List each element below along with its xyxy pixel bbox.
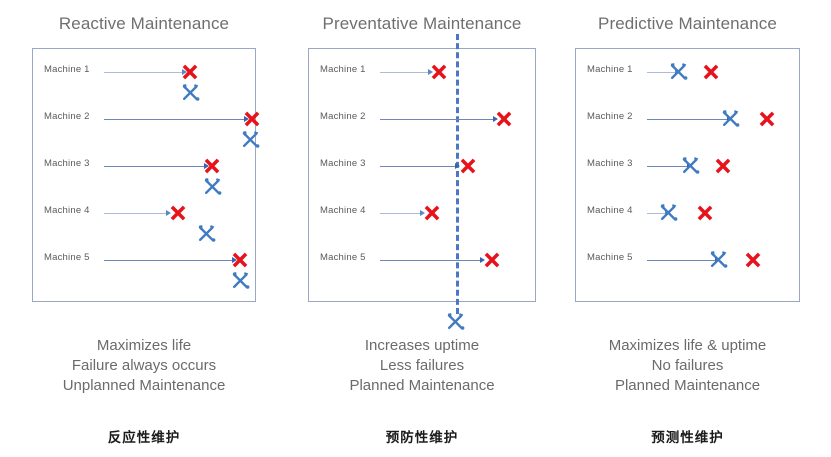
caption-line: No failures	[651, 357, 724, 374]
scheduled-maintenance-dashed-line	[456, 34, 459, 314]
machine-label: Machine 2	[320, 111, 366, 122]
machine-label: Machine 1	[44, 64, 90, 75]
machine-runtime-line	[104, 166, 204, 167]
machine-label: Machine 5	[44, 252, 90, 263]
machine-label: Machine 2	[587, 111, 633, 122]
panel-title-reactive: Reactive Maintenance	[58, 14, 230, 33]
arrow-head-icon	[232, 256, 237, 263]
red-x-failure-icon	[757, 109, 777, 129]
machine-label: Machine 2	[44, 111, 90, 122]
machine-runtime-line	[647, 213, 665, 214]
machine-runtime-line	[647, 72, 675, 73]
machine-runtime-line	[380, 260, 480, 261]
caption-line: Maximizes life & uptime	[608, 337, 767, 354]
panel-title-predictive: Predictive Maintenance	[598, 14, 777, 33]
red-x-failure-icon	[482, 250, 502, 270]
tools-wrench-screwdriver-icon	[658, 201, 680, 223]
tools-wrench-screwdriver-icon	[708, 248, 730, 270]
red-x-failure-icon	[242, 109, 262, 129]
arrow-head-icon	[493, 115, 498, 122]
red-x-failure-icon	[429, 62, 449, 82]
machine-runtime-line	[380, 119, 493, 120]
arrow-head-icon	[204, 162, 209, 169]
arrow-head-icon	[166, 209, 171, 216]
machine-runtime-line	[380, 166, 455, 167]
arrow-head-icon	[480, 256, 485, 263]
tools-wrench-screwdriver-icon	[230, 269, 252, 291]
machine-runtime-line	[104, 119, 244, 120]
caption-line: Unplanned Maintenance	[62, 377, 226, 394]
tools-wrench-screwdriver-icon	[180, 81, 202, 103]
machine-label: Machine 4	[320, 205, 366, 216]
machine-runtime-line	[380, 72, 428, 73]
machine-label: Machine 4	[587, 205, 633, 216]
machine-runtime-line	[647, 260, 715, 261]
red-x-failure-icon	[180, 62, 200, 82]
red-x-failure-icon	[422, 203, 442, 223]
caption-line: Planned Maintenance	[614, 377, 761, 394]
chart-box-predictive	[575, 48, 800, 302]
red-x-failure-icon	[230, 250, 250, 270]
panel-chinese-label-reactive: 反应性维护	[107, 430, 181, 445]
panel-chinese-label-preventative: 预防性维护	[385, 430, 459, 445]
red-x-failure-icon	[168, 203, 188, 223]
red-x-failure-icon	[458, 156, 478, 176]
tools-wrench-screwdriver-icon	[196, 222, 218, 244]
caption-line: Less failures	[379, 357, 465, 374]
tools-wrench-screwdriver-icon	[680, 154, 702, 176]
panel-chinese-label-predictive: 预测性维护	[651, 430, 724, 445]
tools-wrench-screwdriver-icon	[202, 175, 224, 197]
machine-label: Machine 5	[587, 252, 633, 263]
tools-wrench-screwdriver-icon	[445, 310, 467, 332]
machine-runtime-line	[104, 213, 166, 214]
red-x-failure-icon	[202, 156, 222, 176]
machine-label: Machine 4	[44, 205, 90, 216]
red-x-failure-icon	[701, 62, 721, 82]
caption-line: Planned Maintenance	[349, 377, 495, 394]
tools-wrench-screwdriver-icon	[668, 60, 690, 82]
red-x-failure-icon	[743, 250, 763, 270]
arrow-head-icon	[182, 68, 187, 75]
machine-label: Machine 3	[44, 158, 90, 169]
machine-label: Machine 5	[320, 252, 366, 263]
chart-box-preventative	[308, 48, 536, 302]
machine-runtime-line	[647, 166, 687, 167]
arrow-head-icon	[244, 115, 249, 122]
machine-runtime-line	[104, 260, 232, 261]
machine-runtime-line	[104, 72, 182, 73]
red-x-failure-icon	[713, 156, 733, 176]
caption-line: Failure always occurs	[71, 357, 217, 374]
caption-line: Maximizes life	[96, 337, 192, 354]
machine-label: Machine 3	[320, 158, 366, 169]
machine-runtime-line	[647, 119, 727, 120]
arrow-head-icon	[420, 209, 425, 216]
panel-title-preventative: Preventative Maintenance	[322, 14, 522, 33]
machine-label: Machine 1	[587, 64, 633, 75]
machine-runtime-line	[380, 213, 420, 214]
chart-box-reactive	[32, 48, 256, 302]
red-x-failure-icon	[695, 203, 715, 223]
tools-wrench-screwdriver-icon	[240, 128, 262, 150]
machine-label: Machine 1	[320, 64, 366, 75]
machine-label: Machine 3	[587, 158, 633, 169]
arrow-head-icon	[428, 68, 433, 75]
tools-wrench-screwdriver-icon	[720, 107, 742, 129]
caption-line: Increases uptime	[364, 337, 480, 354]
red-x-failure-icon	[494, 109, 514, 129]
arrow-head-icon	[455, 162, 460, 169]
